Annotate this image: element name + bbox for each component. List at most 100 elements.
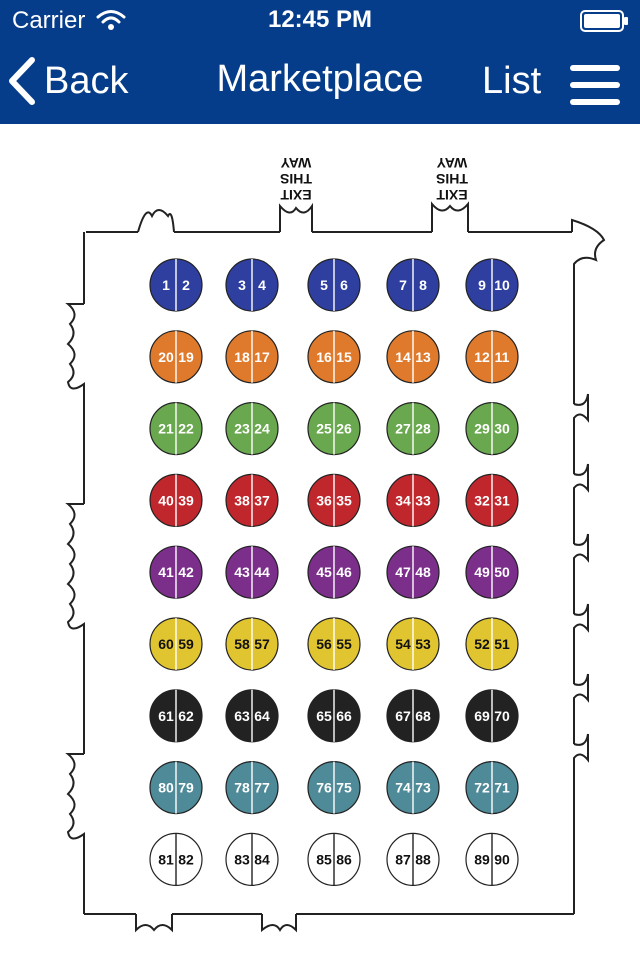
- table-number: 76: [316, 780, 332, 796]
- table-number: 62: [178, 708, 194, 724]
- table-number: 3: [238, 277, 246, 293]
- table-number: 77: [254, 780, 270, 796]
- back-button[interactable]: Back: [6, 54, 146, 108]
- table-number: 25: [316, 421, 332, 437]
- list-label: List: [482, 60, 542, 102]
- table-number: 15: [336, 349, 352, 365]
- hamburger-menu-icon: [570, 65, 620, 105]
- table-number: 19: [178, 349, 194, 365]
- table-number: 81: [158, 851, 174, 867]
- table-number: 35: [336, 492, 352, 508]
- status-bar: Carrier 12:45 PM: [0, 0, 640, 40]
- table-number: 52: [474, 636, 490, 652]
- table-number: 87: [395, 851, 411, 867]
- table-number: 46: [336, 564, 352, 580]
- table-number: 27: [395, 421, 411, 437]
- table-number: 26: [336, 421, 352, 437]
- table-number: 5: [320, 277, 328, 293]
- table-number: 8: [419, 277, 427, 293]
- exit-sign-left: EXIT THIS WAY: [280, 155, 312, 203]
- table-number: 50: [494, 564, 510, 580]
- table-number: 53: [415, 636, 431, 652]
- chevron-left-icon: [9, 57, 35, 105]
- table-number: 59: [178, 636, 194, 652]
- table-number: 68: [415, 708, 431, 724]
- table-number: 44: [254, 564, 270, 580]
- clock: 12:45 PM: [267, 6, 373, 33]
- table-number: 75: [336, 780, 352, 796]
- table-number: 32: [474, 492, 490, 508]
- table-number: 12: [474, 349, 490, 365]
- carrier-label: Carrier: [12, 7, 86, 34]
- table-number: 22: [178, 421, 194, 437]
- back-label: Back: [44, 60, 129, 102]
- table-number: 36: [316, 492, 332, 508]
- table-number: 49: [474, 564, 490, 580]
- table-number: 57: [254, 636, 270, 652]
- exit-sign-line: EXIT: [280, 187, 312, 203]
- battery-icon: [580, 10, 628, 32]
- table-number: 69: [474, 708, 490, 724]
- table-number: 20: [158, 349, 174, 365]
- table-number: 47: [395, 564, 411, 580]
- table-number: 1: [162, 277, 170, 293]
- table-number: 89: [474, 851, 490, 867]
- table-number: 63: [234, 708, 250, 724]
- list-button[interactable]: List: [480, 54, 636, 110]
- table-number: 7: [399, 277, 407, 293]
- exit-sign-line: WAY: [436, 155, 467, 171]
- table-number: 70: [494, 708, 510, 724]
- table-number: 13: [415, 349, 431, 365]
- table-number: 33: [415, 492, 431, 508]
- table-number: 54: [395, 636, 411, 652]
- table-number: 17: [254, 349, 270, 365]
